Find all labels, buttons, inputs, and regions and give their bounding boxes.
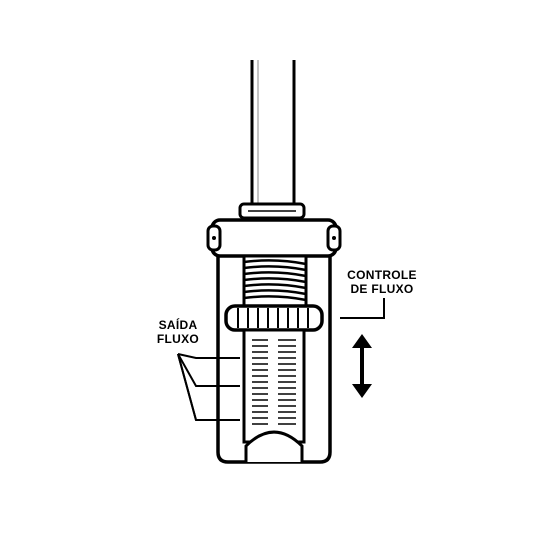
controle-label-line2: DE FLUXO — [350, 282, 414, 296]
slotted-outlet — [242, 328, 306, 462]
thread-spring — [242, 254, 308, 308]
saida-leaders — [177, 353, 240, 421]
controle-de-fluxo-label: CONTROLE DE FLUXO — [340, 268, 424, 296]
saida-fluxo-label: SAÍDA FLUXO — [150, 318, 206, 346]
pipe-nut — [238, 202, 306, 220]
saida-label-line2: FLUXO — [156, 332, 200, 346]
control-ring — [224, 304, 324, 332]
saida-label-line1: SAÍDA — [158, 318, 198, 332]
vertical-pipe — [250, 60, 296, 208]
controle-leader — [340, 298, 385, 319]
up-down-arrow-icon — [352, 334, 372, 398]
controle-label-line1: CONTROLE — [347, 268, 417, 282]
